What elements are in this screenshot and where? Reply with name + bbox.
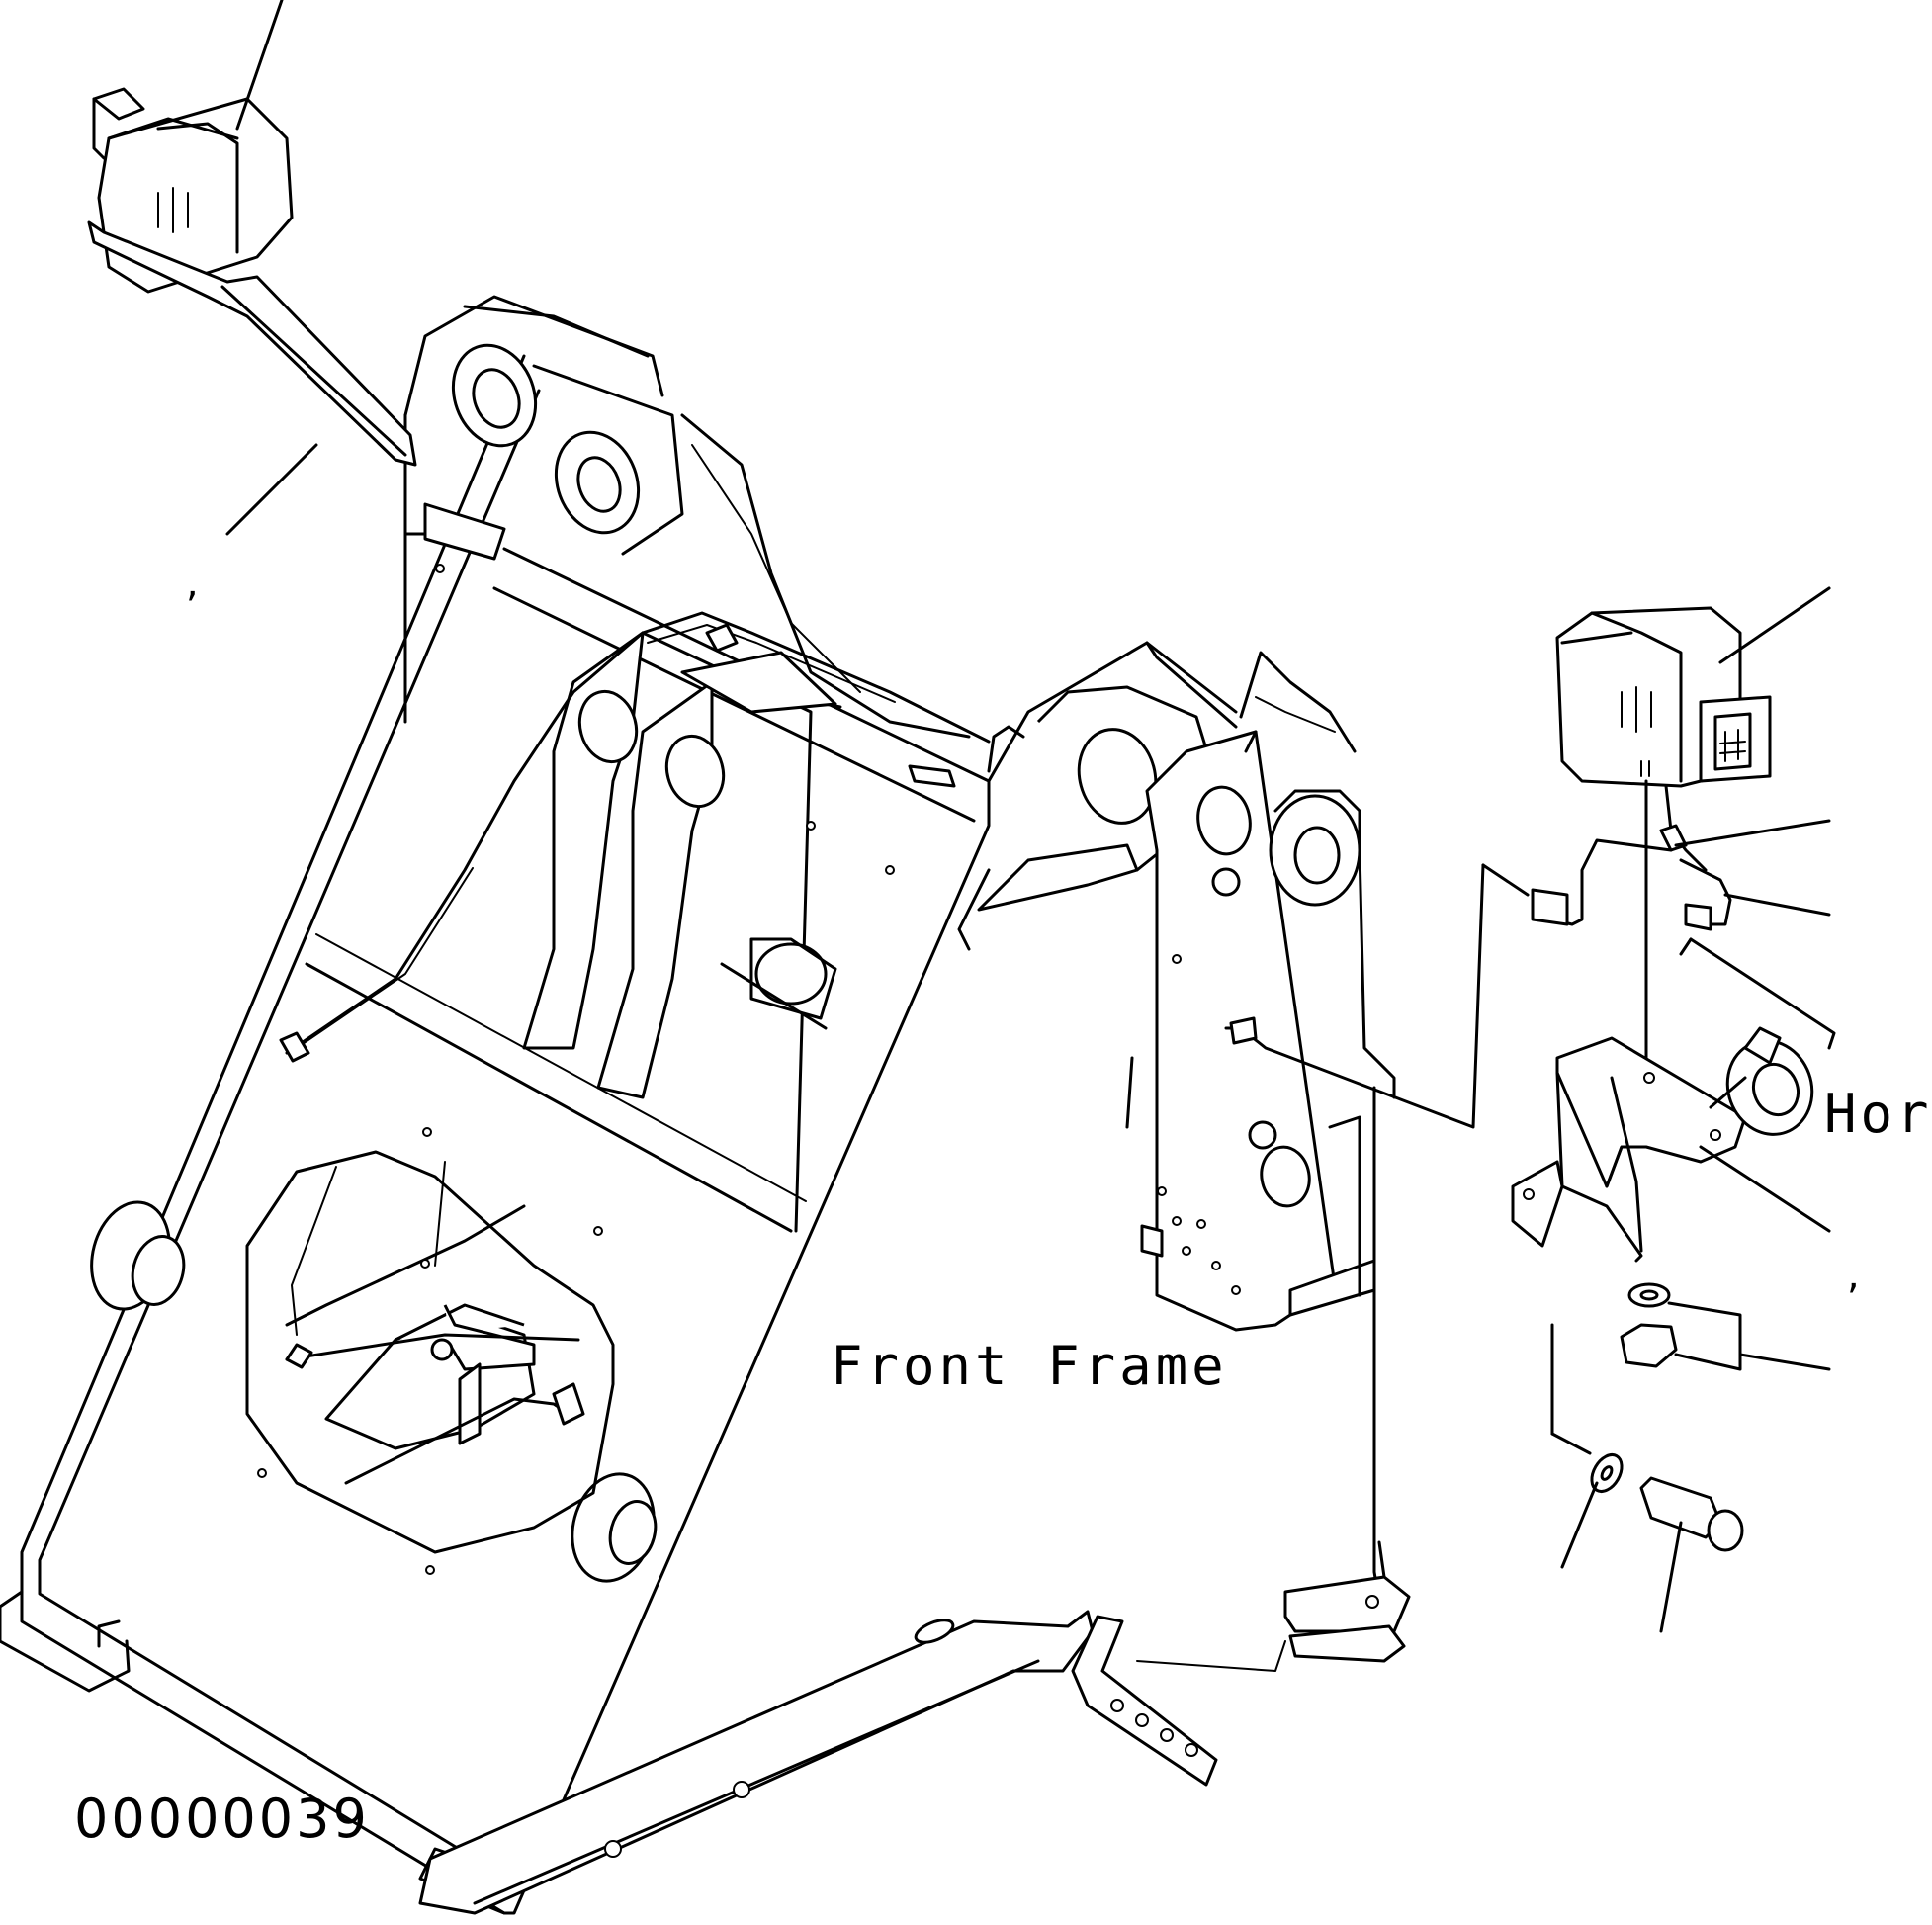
right-work-lamp: [1224, 586, 1836, 1129]
horn-assembly: [1511, 1026, 1831, 1633]
front-frame: [0, 295, 1411, 1915]
frame-wiring-harness: [279, 611, 1357, 1369]
drawing-number-label: 00000039: [74, 1788, 370, 1850]
callout-mark-right: ,: [1847, 1253, 1860, 1298]
horn-label: Horn: [1824, 1083, 1932, 1145]
front-frame-label: Front Frame: [831, 1335, 1228, 1397]
callout-mark-left: ,: [186, 561, 199, 606]
left-work-lamp: [87, 0, 417, 536]
